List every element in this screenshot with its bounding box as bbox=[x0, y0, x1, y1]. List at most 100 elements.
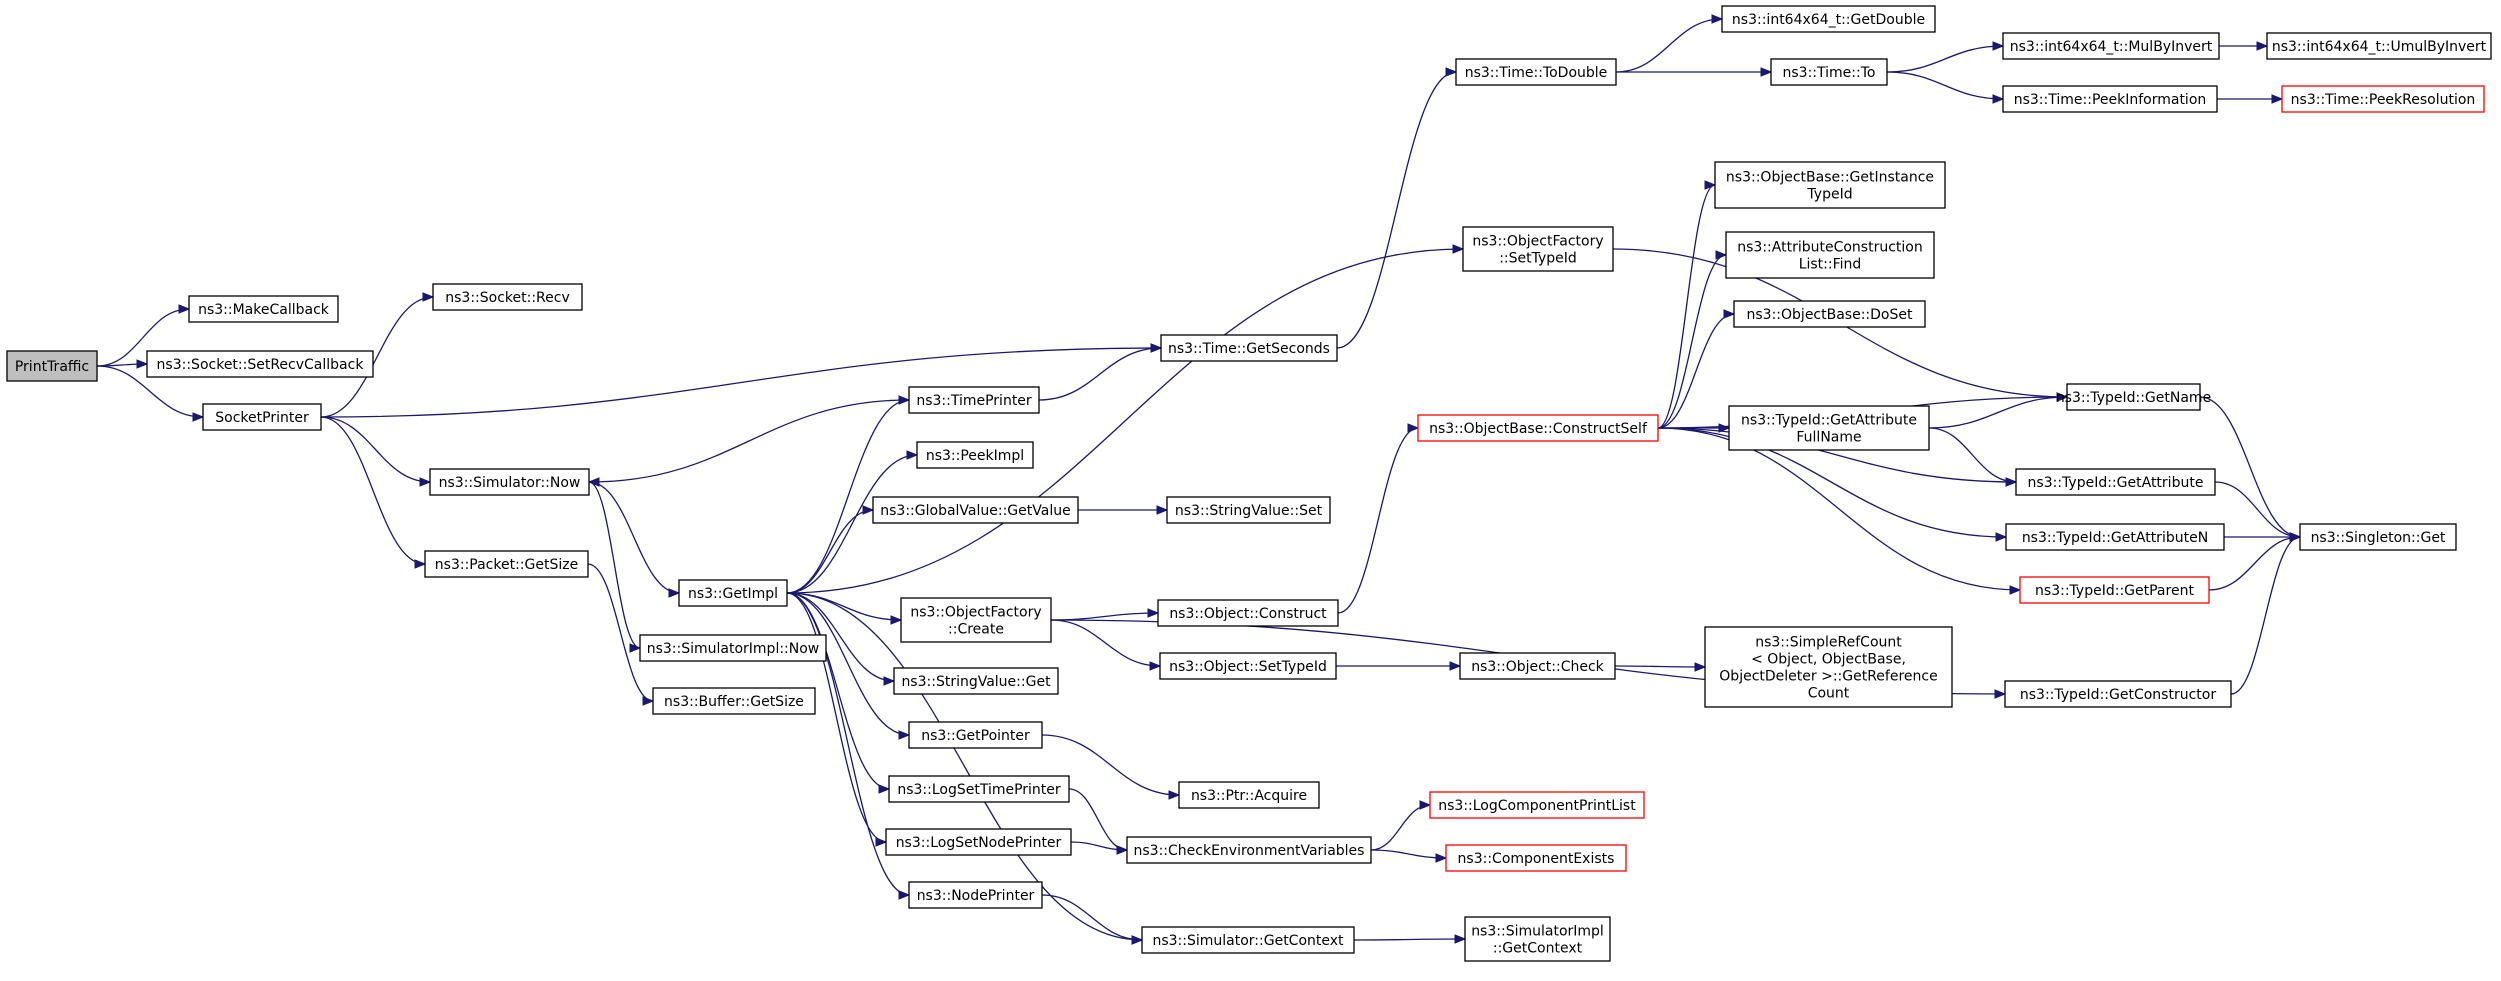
node-label: ObjectDeleter >::GetReference bbox=[1719, 669, 1937, 685]
node-tigetconstructor[interactable]: ns3::TypeId::GetConstructor bbox=[2004, 680, 2232, 708]
node-ofsettypeid[interactable]: ns3::ObjectFactory::SetTypeId bbox=[1462, 226, 1614, 272]
node-peekimpl[interactable]: ns3::PeekImpl bbox=[916, 441, 1034, 469]
node-label: PrintTraffic bbox=[15, 359, 89, 375]
node-obdoset[interactable]: ns3::ObjectBase::DoSet bbox=[1733, 300, 1926, 328]
node-label: ns3::Simulator::GetContext bbox=[1152, 933, 1344, 949]
node-label: ns3::CheckEnvironmentVariables bbox=[1134, 843, 1365, 859]
edge-getpointer-to-ptracquire bbox=[1041, 734, 1181, 800]
node-constructself[interactable]: ns3::ObjectBase::ConstructSelf bbox=[1417, 414, 1659, 442]
edge-constructself-to-obdoset bbox=[1657, 309, 1736, 429]
node-checkenv[interactable]: ns3::CheckEnvironmentVariables bbox=[1126, 836, 1372, 864]
node-i64getdouble[interactable]: ns3::int64x64_t::GetDouble bbox=[1721, 5, 1936, 33]
node-objconstruct[interactable]: ns3::Object::Construct bbox=[1157, 599, 1339, 627]
node-label: ns3::TypeId::GetAttribute bbox=[2028, 475, 2204, 491]
node-label: ns3::SimulatorImpl bbox=[1471, 924, 1604, 940]
node-logsetnodeprinter[interactable]: ns3::LogSetNodePrinter bbox=[885, 828, 1072, 856]
node-printtraffic[interactable]: PrintTraffic bbox=[6, 350, 98, 382]
node-makecallback[interactable]: ns3::MakeCallback bbox=[188, 295, 339, 323]
node-tigetattributen[interactable]: ns3::TypeId::GetAttributeN bbox=[2005, 523, 2225, 551]
node-svget[interactable]: ns3::StringValue::Get bbox=[893, 667, 1059, 695]
node-label: ns3::ObjectFactory bbox=[1472, 234, 1603, 250]
node-setrecvcallback[interactable]: ns3::Socket::SetRecvCallback bbox=[146, 350, 374, 378]
node-objcheck[interactable]: ns3::Object::Check bbox=[1459, 652, 1616, 680]
edge-printtraffic-to-makecallback bbox=[96, 304, 191, 367]
node-nodeprinter[interactable]: ns3::NodePrinter bbox=[908, 881, 1043, 909]
node-objsettypeid[interactable]: ns3::Object::SetTypeId bbox=[1159, 652, 1337, 680]
edge-printtraffic-to-socketprinter bbox=[96, 365, 205, 422]
node-umulbyinvert[interactable]: ns3::int64x64_t::UmulByInvert bbox=[2266, 32, 2492, 60]
node-label: ns3::Socket::SetRecvCallback bbox=[157, 357, 365, 373]
node-label: ::Create bbox=[948, 622, 1004, 638]
node-label: ns3::ObjectBase::DoSet bbox=[1747, 307, 1913, 323]
node-ptracquire[interactable]: ns3::Ptr::Acquire bbox=[1178, 781, 1320, 809]
node-logcompprintlist[interactable]: ns3::LogComponentPrintList bbox=[1429, 791, 1645, 819]
node-label: ns3::LogSetNodePrinter bbox=[896, 835, 1062, 851]
node-label: ns3::Time::To bbox=[1783, 65, 1876, 81]
edge-nodeprinter-to-simgetcontext bbox=[1041, 894, 1144, 945]
edge-objconstruct-to-constructself bbox=[1337, 423, 1420, 614]
node-svset[interactable]: ns3::StringValue::Set bbox=[1166, 496, 1331, 524]
node-label: ns3::GetImpl bbox=[688, 586, 778, 602]
node-logsettimeprinter[interactable]: ns3::LogSetTimePrinter bbox=[888, 775, 1070, 803]
node-label: ns3::TypeId::GetConstructor bbox=[2020, 687, 2216, 703]
node-label: TypeId bbox=[1806, 187, 1852, 203]
node-gvgetvalue[interactable]: ns3::GlobalValue::GetValue bbox=[872, 496, 1079, 524]
node-simnow[interactable]: ns3::Simulator::Now bbox=[429, 468, 590, 496]
node-label: ns3::Object::Construct bbox=[1169, 606, 1327, 622]
node-packetgetsize[interactable]: ns3::Packet::GetSize bbox=[424, 550, 589, 578]
node-label: ns3::Time::ToDouble bbox=[1465, 65, 1608, 81]
node-timetodouble[interactable]: ns3::Time::ToDouble bbox=[1455, 58, 1617, 86]
edge-timetodouble-to-timeto bbox=[1616, 67, 1773, 77]
node-simgetcontext[interactable]: ns3::Simulator::GetContext bbox=[1141, 926, 1355, 954]
node-buffergetsize[interactable]: ns3::Buffer::GetSize bbox=[652, 687, 816, 715]
node-peekinformation[interactable]: ns3::Time::PeekInformation bbox=[2002, 85, 2218, 113]
node-label: ns3::Simulator::Now bbox=[439, 475, 581, 491]
node-peekresolution[interactable]: ns3::Time::PeekResolution bbox=[2281, 85, 2485, 113]
node-compexists[interactable]: ns3::ComponentExists bbox=[1445, 844, 1627, 872]
node-label: ns3::ObjectBase::GetInstance bbox=[1726, 170, 1934, 186]
node-singletonget[interactable]: ns3::Singleton::Get bbox=[2299, 523, 2457, 551]
node-label: ::GetContext bbox=[1493, 941, 1583, 957]
node-tigetattribute[interactable]: ns3::TypeId::GetAttribute bbox=[2015, 468, 2216, 496]
edge-timegetseconds-to-timetodouble bbox=[1336, 67, 1458, 349]
node-getpointer[interactable]: ns3::GetPointer bbox=[908, 721, 1043, 749]
node-getimpl[interactable]: ns3::GetImpl bbox=[678, 579, 788, 607]
node-tigetname[interactable]: ns3::TypeId::GetName bbox=[2056, 383, 2211, 411]
node-label: ns3::LogComponentPrintList bbox=[1438, 798, 1636, 814]
edge-socketprinter-to-socketrecv bbox=[320, 292, 435, 418]
node-socketprinter[interactable]: SocketPrinter bbox=[202, 403, 322, 431]
node-simimplgetcontext[interactable]: ns3::SimulatorImpl::GetContext bbox=[1464, 916, 1611, 962]
edge-constructself-to-tigetattributen bbox=[1657, 427, 2008, 542]
edge-timeprinter-to-simnow bbox=[587, 399, 910, 487]
node-timegetseconds[interactable]: ns3::Time::GetSeconds bbox=[1160, 334, 1338, 362]
node-label: ns3::LogSetTimePrinter bbox=[897, 782, 1061, 798]
node-ofcreate[interactable]: ns3::ObjectFactory::Create bbox=[900, 597, 1052, 643]
edge-constructself-to-obgetinstancetypeid bbox=[1657, 180, 1717, 429]
node-label: ns3::GlobalValue::GetValue bbox=[880, 503, 1070, 519]
node-timeto[interactable]: ns3::Time::To bbox=[1770, 58, 1888, 86]
node-label: ns3::int64x64_t::MulByInvert bbox=[2010, 39, 2213, 55]
edge-checkenv-to-logcompprintlist bbox=[1370, 800, 1432, 851]
edge-objsettypeid-to-objcheck bbox=[1335, 661, 1462, 671]
node-label: ns3::Singleton::Get bbox=[2311, 530, 2446, 546]
node-label: ns3::TypeId::GetParent bbox=[2035, 583, 2194, 599]
node-label: ns3::AttributeConstruction bbox=[1737, 240, 1922, 256]
node-label: ns3::Time::PeekResolution bbox=[2291, 92, 2476, 108]
node-label: ns3::ComponentExists bbox=[1458, 851, 1615, 867]
edge-constructself-to-aclfind bbox=[1657, 250, 1728, 429]
node-label: ns3::int64x64_t::UmulByInvert bbox=[2272, 39, 2487, 55]
node-mulbyinvert[interactable]: ns3::int64x64_t::MulByInvert bbox=[2002, 32, 2220, 60]
node-timeprinter[interactable]: ns3::TimePrinter bbox=[908, 386, 1040, 414]
node-srcgetrefcount[interactable]: ns3::SimpleRefCount< Object, ObjectBase,… bbox=[1704, 626, 1953, 708]
node-tigetparent[interactable]: ns3::TypeId::GetParent bbox=[2019, 576, 2210, 604]
edge-constructself-to-tigetparent bbox=[1657, 427, 2022, 595]
node-socketrecv[interactable]: ns3::Socket::Recv bbox=[432, 283, 583, 311]
node-label: ns3::Time::PeekInformation bbox=[2014, 92, 2207, 108]
edge-logsetnodeprinter-to-checkenv bbox=[1070, 841, 1129, 855]
edge-simgetcontext-to-simimplgetcontext bbox=[1353, 934, 1467, 944]
node-simimplnow[interactable]: ns3::SimulatorImpl::Now bbox=[639, 634, 827, 662]
